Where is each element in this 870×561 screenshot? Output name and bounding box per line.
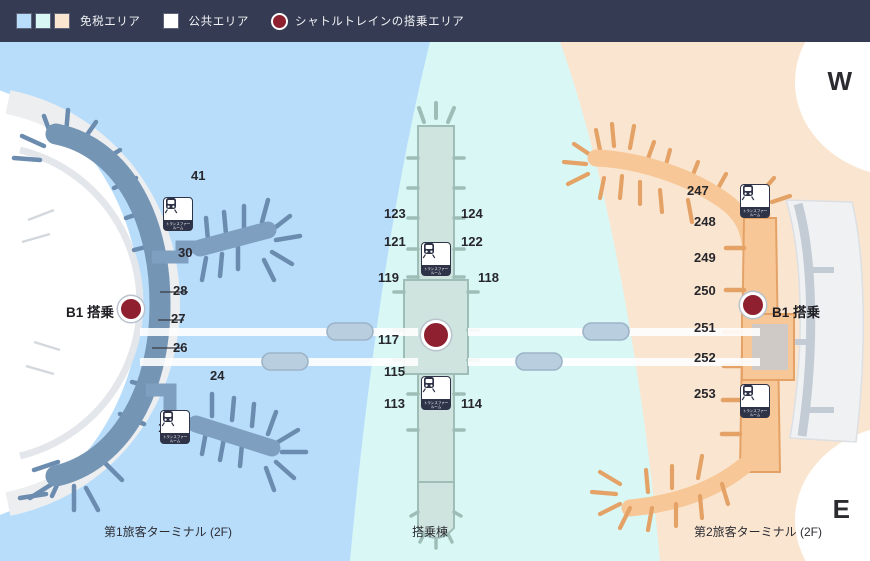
gate-label-121: 121 [384, 234, 406, 249]
t2-south-spurs [589, 453, 731, 533]
transfer-room-marker-t2-north[interactable]: トランスファールーム [740, 184, 770, 218]
t2-station-platform [752, 324, 788, 370]
legend-item-shuttle: シャトルトレインの搭乗エリア [271, 12, 465, 30]
gate-label-248: 248 [694, 214, 716, 229]
gate-leader-lines [152, 291, 188, 349]
legend-label-shuttle: シャトルトレインの搭乗エリア [295, 16, 465, 28]
legend-item-duty-free: 免税エリア [16, 13, 141, 29]
transfer-room-marker-t1-south[interactable]: トランスファールーム [160, 410, 190, 444]
gate-label-247: 247 [687, 183, 709, 198]
gate-label-28: 28 [173, 283, 188, 298]
gate-label-124: 124 [461, 206, 483, 221]
train-icon [740, 184, 770, 208]
gate-label-119: 119 [378, 270, 399, 285]
public-area-west [0, 90, 140, 515]
zone-label-terminal2: 第2旅客ターミナル (2F) [694, 525, 823, 539]
satellite-tail-teeth [409, 510, 463, 550]
t1-public-ticks [21, 208, 61, 376]
zone-label-satellite: 搭乗棟 [412, 525, 449, 539]
train-icon [421, 242, 451, 266]
public-area-se [795, 429, 870, 561]
transfer-room-caption: トランスファールーム [163, 221, 193, 231]
shuttle-boarding-dot-terminal1[interactable] [118, 296, 144, 322]
map-legend: 免税エリア 公共エリア シャトルトレインの搭乗エリア [0, 0, 870, 42]
train-icon [740, 384, 770, 408]
gate-label-122: 122 [461, 234, 483, 249]
gate-label-115: 115 [384, 364, 405, 379]
legend-swatch-duty-free-cyan [35, 13, 51, 29]
t2-south-pier [621, 457, 753, 517]
t1-south-pier-spurs [199, 391, 309, 493]
gate-label-27: 27 [171, 311, 186, 326]
map-canvas[interactable]: W E 41 30 28 27 26 24 12 123 121 119 117… [0, 42, 870, 561]
gate-label-24: 24 [210, 368, 225, 383]
gate-label-252: 252 [694, 350, 716, 365]
boarding-label-terminal2: B1 搭乗 [772, 305, 821, 320]
terminal1-building [11, 107, 309, 513]
zone-label-terminal1: 第1旅客ターミナル (2F) [104, 525, 233, 539]
gate-label-249: 249 [694, 250, 716, 265]
satellite-south-tail [417, 481, 455, 539]
gate-label-250: 250 [694, 283, 716, 298]
shuttle-train-cars [261, 322, 630, 371]
t1-north-pier [191, 221, 277, 257]
transfer-room-caption: トランスファールーム [421, 400, 451, 410]
transfer-room-marker-t1-north[interactable]: トランスファールーム [163, 197, 193, 231]
legend-label-duty-free: 免税エリア [80, 16, 141, 28]
transfer-room-marker-satellite-north[interactable]: トランスファールーム [421, 242, 451, 276]
legend-shuttle-dot-icon [271, 12, 288, 30]
transfer-room-caption: トランスファールーム [740, 208, 770, 218]
public-area-nw [795, 42, 870, 173]
gate-label-118: 118 [478, 270, 499, 285]
legend-swatch-duty-free-peach [54, 13, 70, 29]
satellite-top-spurs [417, 101, 456, 124]
legend-label-public: 公共エリア [188, 16, 249, 28]
transfer-room-caption: トランスファールーム [160, 434, 190, 444]
transfer-room-marker-t2-south[interactable]: トランスファールーム [740, 384, 770, 418]
train-glyph [164, 198, 178, 214]
gate-label-114: 114 [461, 396, 482, 411]
transfer-room-caption: トランスファールーム [421, 266, 451, 276]
transfer-room-marker-satellite-south[interactable]: トランスファールーム [421, 376, 451, 410]
t1-north-connector [152, 240, 200, 264]
t2-public-building [784, 199, 864, 443]
legend-item-public: 公共エリア [162, 13, 250, 29]
gate-label-253: 253 [694, 386, 716, 401]
gate-label-123: 123 [384, 206, 406, 221]
gate-label-113: 113 [384, 396, 405, 411]
legend-swatch-public [162, 13, 179, 29]
shuttle-boarding-dot-terminal2[interactable] [740, 292, 766, 318]
boarding-label-terminal1: B1 搭乗 [66, 305, 115, 320]
t1-south-pier [187, 415, 281, 457]
gate-label-30: 30 [178, 245, 193, 260]
compass-east: E [832, 494, 850, 524]
legend-swatch-duty-free-blue [16, 13, 32, 29]
transfer-room-caption: トランスファールーム [740, 408, 770, 418]
gate-label-117: 117 [378, 332, 399, 347]
compass-west: W [827, 66, 852, 96]
train-icon [421, 376, 451, 400]
gate-label-251: 251 [694, 320, 716, 335]
t1-main-concourse [45, 123, 171, 487]
gate-label-41: 41 [191, 168, 206, 183]
map-vector-layer [0, 42, 870, 561]
train-icon [160, 410, 190, 434]
gate-label-26: 26 [173, 340, 188, 355]
train-icon [163, 197, 193, 221]
shuttle-boarding-dot-satellite[interactable] [421, 320, 451, 350]
